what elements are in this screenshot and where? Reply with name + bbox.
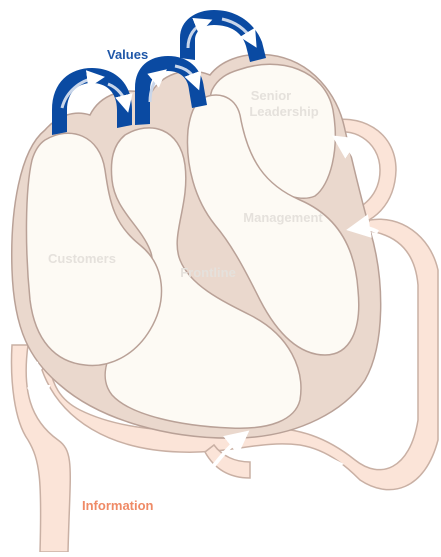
- customers-label: Customers: [48, 251, 116, 266]
- info-arrow-bottom-2: [292, 457, 332, 464]
- frontline-label: Frontline: [180, 265, 236, 280]
- values-label: Values: [107, 47, 148, 62]
- management-label: Management: [243, 210, 323, 225]
- senior-leadership-label-line1: Senior: [251, 88, 291, 103]
- info-arrow-left: [36, 362, 40, 398]
- senior-leadership-label-line2: Leadership: [249, 104, 318, 119]
- information-label: Information: [82, 498, 154, 513]
